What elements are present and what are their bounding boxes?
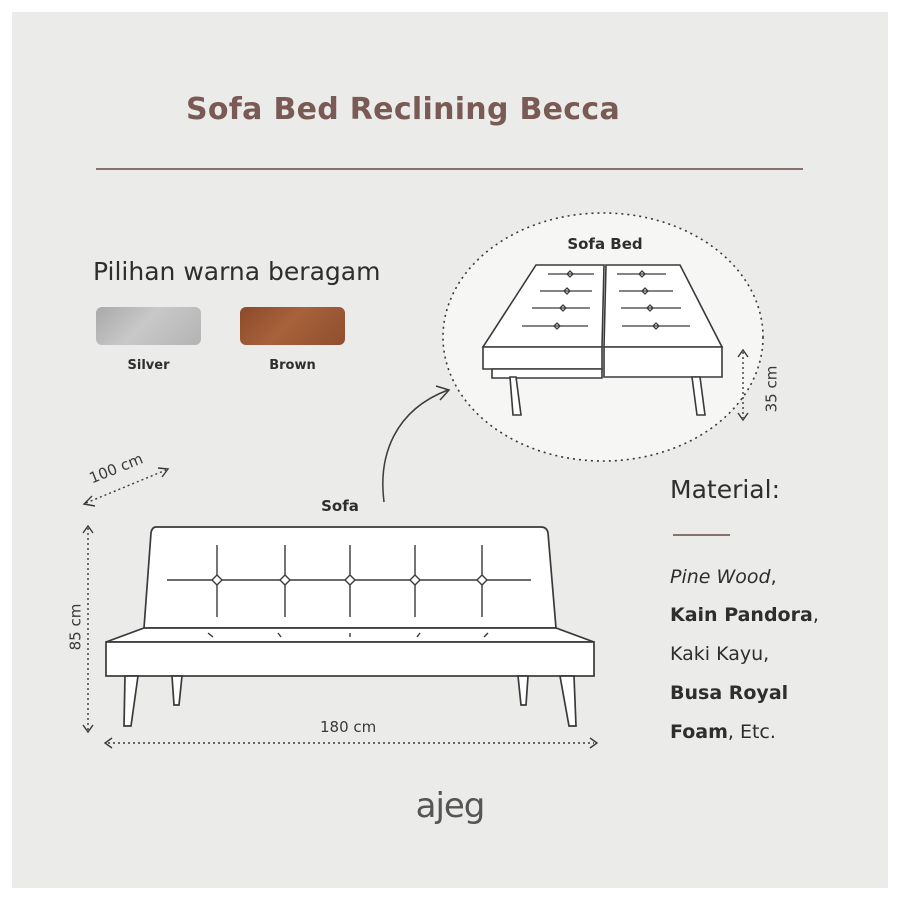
transform-arrow <box>382 385 451 503</box>
bed-height-label: 35 cm <box>762 365 781 413</box>
sofa-label: Sofa <box>321 497 359 515</box>
depth-dimension <box>82 467 170 507</box>
title-divider <box>96 168 803 170</box>
material-item: Foam, Etc. <box>670 721 776 743</box>
material-item: Busa Royal <box>670 682 789 704</box>
brown-swatch[interactable] <box>240 307 345 345</box>
material-item: Kaki Kayu, <box>670 643 770 665</box>
material-heading: Material: <box>670 475 780 504</box>
sofabed-label: Sofa Bed <box>567 235 643 253</box>
material-divider <box>673 534 730 536</box>
width-label: 180 cm <box>320 718 377 736</box>
material-item: Pine Wood, <box>670 566 777 588</box>
brand-logo: ajeg <box>415 786 486 826</box>
silver-swatch-label: Silver <box>127 358 170 373</box>
product-card <box>12 12 888 888</box>
material-item: Kain Pandora, <box>670 604 819 626</box>
page-title: Sofa Bed Reclining Becca <box>185 92 621 127</box>
height-label: 85 cm <box>66 603 85 651</box>
height-dimension <box>82 524 94 734</box>
color-options-heading: Pilihan warna beragam <box>93 257 381 286</box>
brown-swatch-label: Brown <box>269 358 316 373</box>
sofa-tufts <box>167 545 531 638</box>
sofabed-tufts <box>522 270 690 330</box>
silver-swatch[interactable] <box>96 307 201 345</box>
bed-height-dimension <box>737 348 749 422</box>
width-dimension <box>103 737 599 749</box>
